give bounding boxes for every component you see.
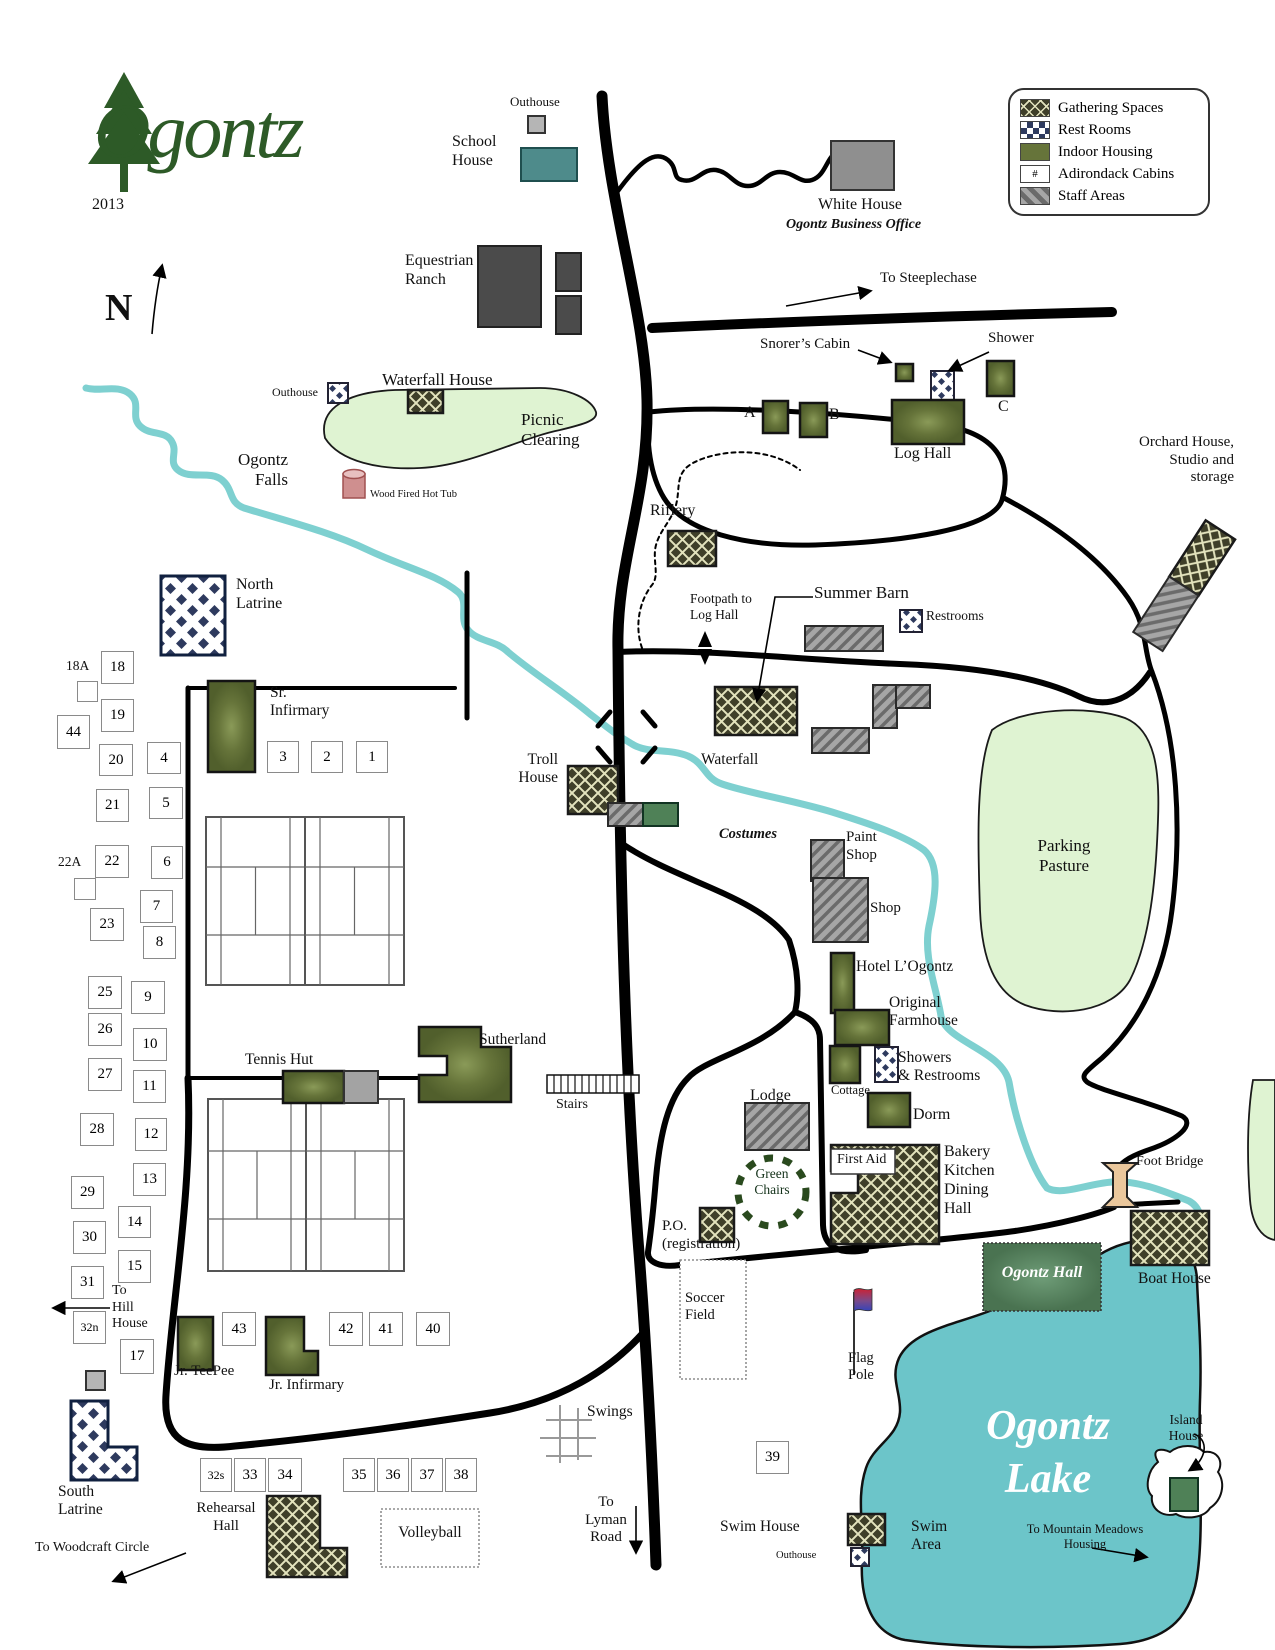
white-house-building [830, 140, 895, 191]
staff-area-3 [895, 684, 931, 709]
summer-barn-building [713, 685, 799, 737]
po-building [698, 1206, 736, 1244]
equestrian-annex-2 [555, 295, 582, 335]
green-areas [323, 387, 1275, 1241]
swings-icon [540, 1405, 596, 1463]
sutherland-building [417, 1025, 513, 1104]
buildings-layer [69, 115, 1237, 1579]
staff-area-4 [811, 727, 870, 754]
equestrian-barn [477, 245, 542, 328]
outhouse-school-building [527, 115, 546, 134]
legend-item-housing: Indoor Housing [1020, 143, 1198, 161]
foot-bridge-icon [1100, 1162, 1140, 1208]
island-house-building [1169, 1477, 1199, 1512]
parking-pasture-area [977, 709, 1160, 1013]
waterfall-bridge-marks [595, 709, 658, 765]
legend-item-staff: Staff Areas [1020, 187, 1198, 205]
cabin-a-building [761, 399, 790, 435]
flag-pole-icon [853, 1288, 873, 1375]
school-house-building [520, 147, 578, 182]
outhouse-swim-icon [850, 1547, 870, 1567]
cabin-c-building [985, 359, 1016, 398]
legend-label: Rest Rooms [1058, 121, 1131, 138]
stairs-icon [546, 1074, 640, 1094]
original-farmhouse-building [833, 1008, 891, 1047]
north-latrine-building [159, 574, 227, 657]
gathering-swatch-icon [1020, 99, 1050, 117]
soccer-field-box [679, 1259, 747, 1380]
tennis-hut-left [281, 1069, 346, 1105]
paint-shop-building [810, 839, 845, 882]
volleyball-box [380, 1508, 480, 1568]
staff-swatch-icon [1020, 187, 1050, 205]
cottage-showers-icon [874, 1046, 899, 1083]
legend-item-cabin: # Adirondack Cabins [1020, 165, 1198, 183]
cottage-building [828, 1044, 862, 1085]
restroom-swatch-icon [1020, 121, 1050, 139]
south-latrine-building [69, 1399, 139, 1482]
staff-area-1 [804, 625, 884, 652]
tennis-courts [205, 816, 405, 1272]
jr-teepee-building [176, 1315, 215, 1372]
costumes-staff-half [607, 802, 644, 827]
costumes-green-half [642, 802, 679, 827]
staff-area-2 [872, 684, 898, 729]
snorers-cabin-building [894, 362, 915, 383]
restrooms-icon [899, 609, 923, 633]
river [82, 384, 1207, 1256]
troll-house-building [566, 764, 620, 816]
hotel-logontz-building [829, 951, 856, 1015]
equestrian-annex-1 [555, 252, 582, 292]
outhouse-waterfall-icon [327, 382, 349, 404]
arrows [51, 263, 1205, 1584]
lodge-building [744, 1102, 810, 1151]
logo-tree-icon [88, 72, 160, 192]
east-edge-green-area [1247, 1079, 1275, 1241]
green-chairs-circle [734, 1154, 810, 1230]
logo-text: Ogontz [94, 87, 304, 174]
hot-tub-icon [342, 468, 366, 499]
tennis-hut-right [343, 1070, 379, 1104]
dorm-building [866, 1091, 912, 1129]
legend-label: Indoor Housing [1058, 143, 1153, 160]
riflery-building [666, 529, 718, 568]
cabin-b-building [798, 401, 829, 439]
orchard-house-storage [1131, 575, 1200, 653]
shop-building [812, 877, 869, 943]
gray-box-32n [85, 1370, 106, 1391]
housing-swatch-icon [1020, 143, 1050, 161]
first-aid-box [830, 1148, 896, 1175]
log-hall-building [890, 398, 966, 446]
legend-item-gathering: Gathering Spaces [1020, 99, 1198, 117]
rehearsal-hall-building [265, 1494, 349, 1579]
waterfall-house-building [406, 388, 445, 415]
legend-label: Staff Areas [1058, 187, 1125, 204]
cabin-swatch-icon: # [1020, 165, 1050, 183]
picnic-clearing-area [323, 387, 597, 470]
swim-house-building [846, 1512, 887, 1547]
jr-infirmary-building [264, 1315, 320, 1377]
legend-label: Gathering Spaces [1058, 99, 1164, 116]
gate-marker [698, 631, 712, 665]
legend-label: Adirondack Cabins [1058, 165, 1175, 182]
boat-house-building [1129, 1209, 1211, 1267]
ogontz-hall-building [982, 1242, 1102, 1312]
sr-infirmary-building [206, 679, 257, 774]
legend-item-restroom: Rest Rooms [1020, 121, 1198, 139]
ogontz-lake-shape [859, 1238, 1202, 1649]
